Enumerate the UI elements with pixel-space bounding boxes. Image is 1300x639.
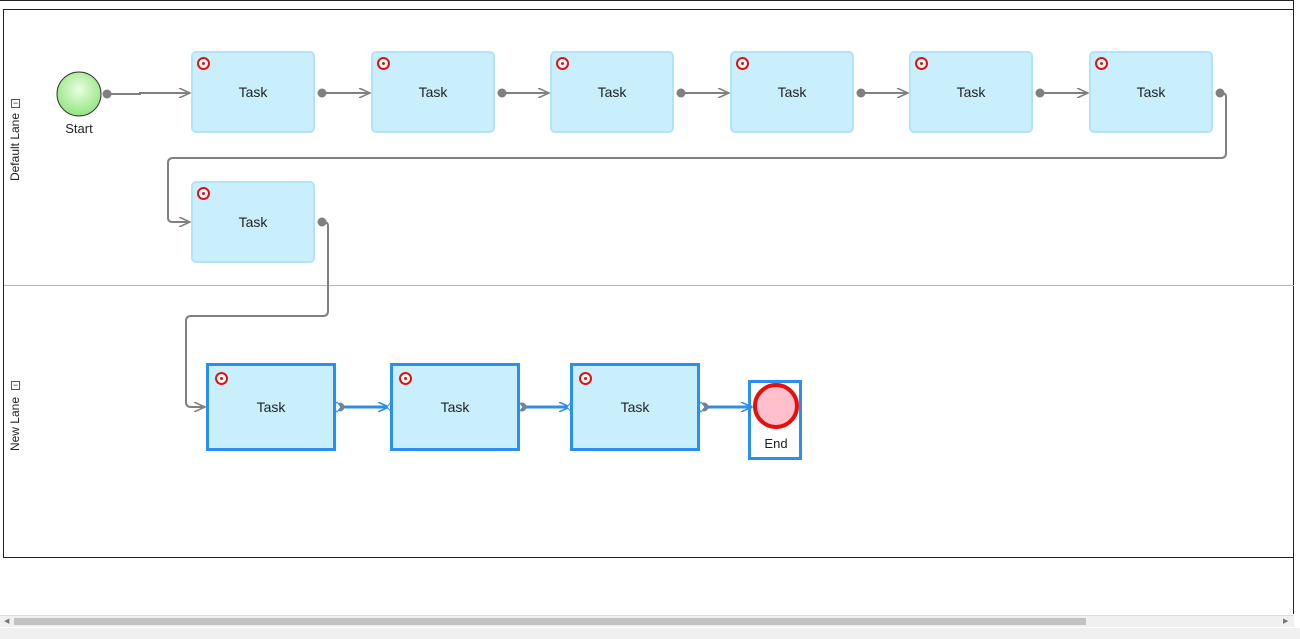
flow-task-2-to-task-3[interactable] xyxy=(497,89,550,98)
horizontal-scrollbar[interactable]: ◀ ▶ xyxy=(0,615,1294,627)
scrollbar-thumb[interactable] xyxy=(14,618,1086,625)
target-icon xyxy=(736,57,749,70)
lane-divider xyxy=(4,285,1294,286)
task-label: Task xyxy=(238,214,268,230)
end-label: End xyxy=(764,436,788,451)
bottom-strip xyxy=(0,628,1300,639)
flow-task-5-to-task-6[interactable] xyxy=(1035,89,1089,98)
flow-task-1-to-task-2[interactable] xyxy=(317,89,371,98)
task-3[interactable]: Task xyxy=(550,51,674,133)
flow-task-10-to-end[interactable] xyxy=(696,401,752,413)
scroll-left-icon[interactable]: ◀ xyxy=(4,618,10,625)
task-label: Task xyxy=(1136,84,1166,100)
target-icon xyxy=(377,57,390,70)
task-2[interactable]: Task xyxy=(371,51,495,133)
end-event-selection[interactable] xyxy=(748,380,802,460)
task-label: Task xyxy=(256,399,286,415)
start-event-icon[interactable] xyxy=(56,71,102,117)
task-label: Task xyxy=(440,399,470,415)
task-10[interactable]: Task xyxy=(570,363,700,451)
task-7[interactable]: Task xyxy=(191,181,315,263)
target-icon xyxy=(915,57,928,70)
target-icon xyxy=(399,372,412,385)
task-1[interactable]: Task xyxy=(191,51,315,133)
flow-start-to-task-1[interactable] xyxy=(102,90,191,99)
collapse-default-lane-button[interactable]: − xyxy=(11,98,20,108)
flow-task-9-to-task-10[interactable] xyxy=(514,401,576,413)
task-6[interactable]: Task xyxy=(1089,51,1213,133)
scroll-right-icon[interactable]: ▶ xyxy=(1283,618,1289,625)
flow-task-6-to-task-7[interactable] xyxy=(167,88,1227,223)
task-4[interactable]: Task xyxy=(730,51,854,133)
collapse-new-lane-button[interactable]: − xyxy=(11,380,20,390)
pool xyxy=(3,9,1294,558)
start-label: Start xyxy=(65,121,93,136)
target-icon xyxy=(215,372,228,385)
target-icon xyxy=(197,57,210,70)
flow-task-7-to-task-8[interactable] xyxy=(185,217,329,408)
task-label: Task xyxy=(418,84,448,100)
target-icon xyxy=(1095,57,1108,70)
task-8[interactable]: Task xyxy=(206,363,336,451)
task-label: Task xyxy=(956,84,986,100)
flow-task-4-to-task-5[interactable] xyxy=(856,89,909,98)
target-icon xyxy=(579,372,592,385)
task-label: Task xyxy=(238,84,268,100)
end-event-icon[interactable] xyxy=(753,383,799,429)
flow-task-8-to-task-9[interactable] xyxy=(332,401,396,413)
target-icon xyxy=(556,57,569,70)
task-label: Task xyxy=(620,399,650,415)
task-label: Task xyxy=(597,84,627,100)
task-5[interactable]: Task xyxy=(909,51,1033,133)
flow-task-3-to-task-4[interactable] xyxy=(676,89,730,98)
target-icon xyxy=(197,187,210,200)
task-label: Task xyxy=(777,84,807,100)
task-9[interactable]: Task xyxy=(390,363,520,451)
diagram-canvas[interactable] xyxy=(0,0,1294,614)
